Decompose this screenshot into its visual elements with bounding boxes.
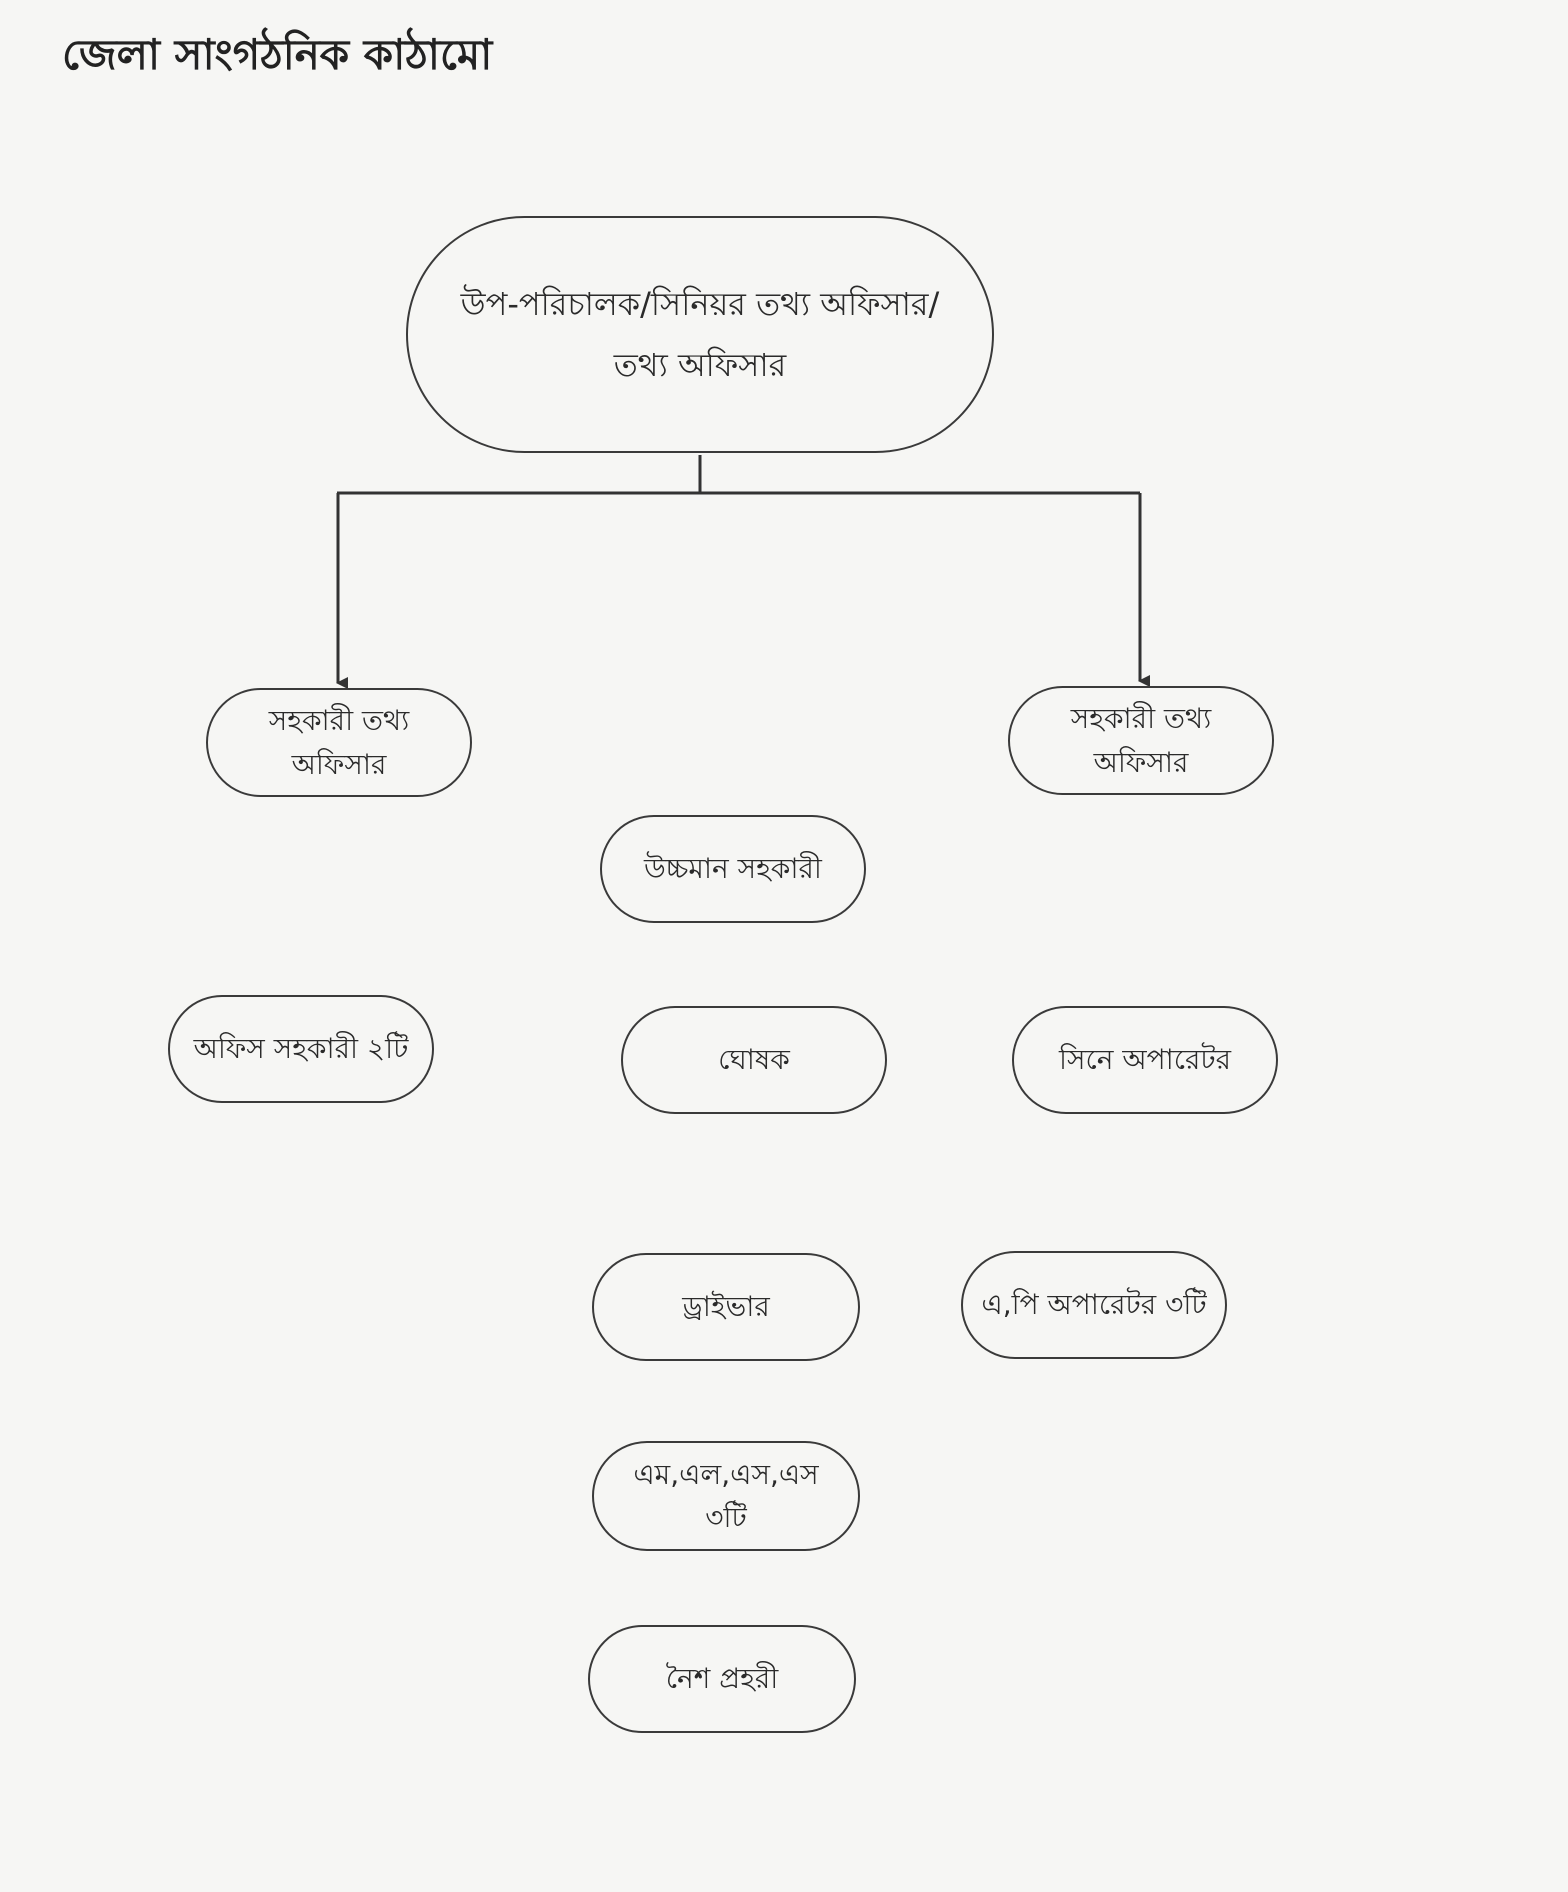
- node-night-guard-label: নৈশ প্রহরী: [665, 1662, 779, 1696]
- node-driver-label: ড্রাইভার: [682, 1290, 770, 1324]
- node-assistant-info-officer-right-line1: সহকারী তথ্য: [1070, 702, 1212, 736]
- node-mlss-line2: ৩টি: [705, 1501, 747, 1534]
- node-pa-operator-label: এ,পি অপারেটর ৩টি: [981, 1288, 1207, 1322]
- node-upper-division-assistant: উচ্চমান সহকারী: [600, 815, 866, 923]
- page-title: জেলা সাংগঠনিক কাঠামো: [62, 30, 493, 79]
- node-deputy-director-line2: তথ্য অফিসার: [613, 345, 787, 384]
- node-assistant-info-officer-left-line2: অফিসার: [291, 747, 387, 781]
- node-assistant-info-officer-left: সহকারী তথ্য অফিসার: [206, 688, 472, 797]
- node-cine-operator-label: সিনে অপারেটর: [1058, 1043, 1232, 1077]
- node-assistant-info-officer-right: সহকারী তথ্য অফিসার: [1008, 686, 1274, 795]
- node-assistant-info-officer-right-line2: অফিসার: [1093, 745, 1189, 779]
- node-deputy-director-line1: উপ-পরিচালক/সিনিয়র তথ্য অফিসার/: [460, 284, 940, 323]
- node-office-assistant-label: অফিস সহকারী ২টি: [193, 1032, 409, 1066]
- node-mlss-line1: এম,এল,এস,এস: [633, 1457, 819, 1491]
- node-announcer-label: ঘোষক: [718, 1043, 790, 1077]
- node-cine-operator: সিনে অপারেটর: [1012, 1006, 1278, 1114]
- node-deputy-director: উপ-পরিচালক/সিনিয়র তথ্য অফিসার/ তথ্য অফি…: [406, 216, 994, 453]
- node-driver: ড্রাইভার: [592, 1253, 860, 1361]
- node-night-guard: নৈশ প্রহরী: [588, 1625, 856, 1733]
- node-office-assistant: অফিস সহকারী ২টি: [168, 995, 434, 1103]
- node-upper-division-assistant-label: উচ্চমান সহকারী: [644, 852, 822, 886]
- node-pa-operator: এ,পি অপারেটর ৩টি: [961, 1251, 1227, 1359]
- node-assistant-info-officer-left-line1: সহকারী তথ্য: [268, 704, 410, 738]
- node-mlss: এম,এল,এস,এস ৩টি: [592, 1441, 860, 1551]
- node-announcer: ঘোষক: [621, 1006, 887, 1114]
